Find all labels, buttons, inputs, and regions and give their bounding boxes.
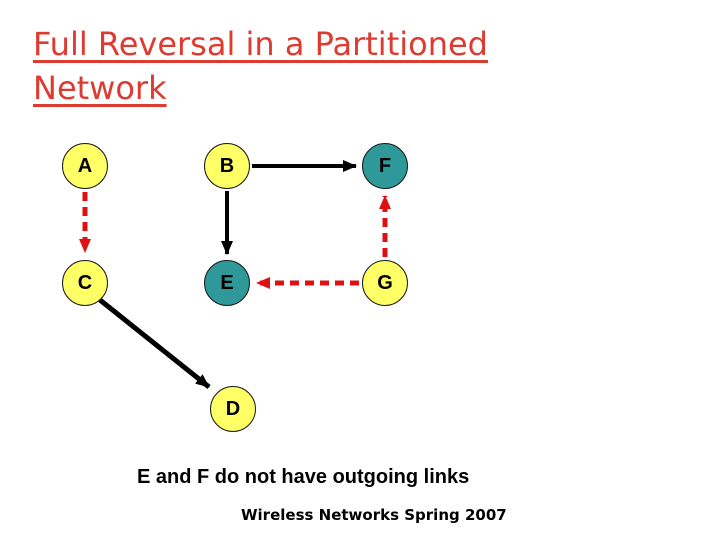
graph-node-d: D (210, 386, 256, 432)
slide-title-text-2: Network (33, 69, 167, 107)
footer-text: Wireless Networks Spring 2007 (241, 506, 507, 524)
slide-title: Full Reversal in a Partitioned Network (33, 22, 488, 110)
slide-title-line1: Full Reversal in a Partitioned (33, 22, 488, 66)
node-label-g: G (377, 271, 393, 294)
graph-node-f: F (362, 143, 408, 189)
node-label-f: F (378, 154, 392, 177)
node-label-e: E (220, 271, 234, 294)
graph-node-a: A (62, 143, 108, 189)
graph-node-g: G (362, 260, 408, 306)
edge-c-to-d (98, 298, 211, 389)
node-label-a: A (77, 154, 93, 177)
node-label-b: B (219, 154, 235, 177)
graph-node-e: E (204, 260, 250, 306)
slide-title-text-1: Full Reversal in a Partitioned (33, 25, 488, 63)
node-label-d: D (225, 397, 241, 420)
graph-node-b: B (204, 143, 250, 189)
node-label-c: C (77, 271, 93, 294)
graph-node-c: C (62, 260, 108, 306)
caption-text: E and F do not have outgoing links (137, 466, 470, 488)
slide-title-line2: Network (33, 66, 488, 110)
